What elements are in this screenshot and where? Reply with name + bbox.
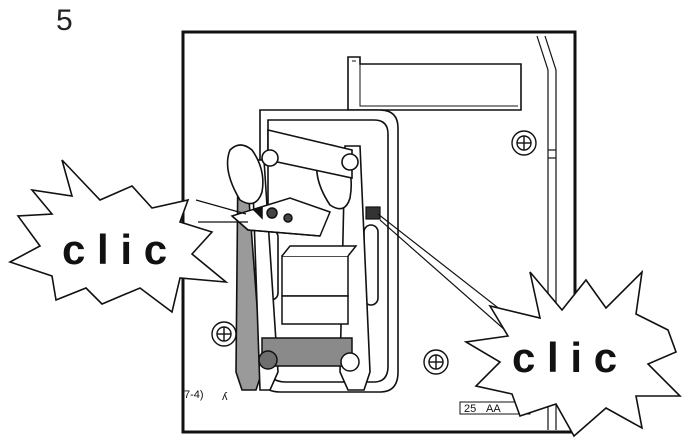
right-callout-leader <box>377 213 523 346</box>
panel-mark-left: 7-4) <box>184 389 204 401</box>
panel-label-aa: AA <box>486 403 501 415</box>
panel-slot <box>347 56 522 111</box>
left-callout-leader <box>195 199 248 223</box>
clic-text-right: c l i c <box>512 334 617 381</box>
screw-bottom-center <box>423 349 449 375</box>
pivot-pin-left <box>261 149 279 167</box>
screw-bottom-left <box>211 321 237 347</box>
panel-label-25: 25 <box>464 403 476 415</box>
starburst-left <box>7 159 229 314</box>
bottom-pin-left <box>258 350 278 370</box>
starburst-right <box>463 269 682 438</box>
center-block <box>281 245 358 325</box>
clic-callout-right: c l i c <box>463 269 682 438</box>
bottom-pin-right <box>340 352 360 372</box>
latch-tab <box>365 206 381 220</box>
step-number: 5 <box>56 4 73 37</box>
panel-mark-symbol: ʎ <box>222 391 228 403</box>
clic-text-left: c l i c <box>62 226 167 273</box>
top-crossbar <box>261 128 359 179</box>
chip-plate <box>230 197 331 237</box>
clic-callout-left: c l i c <box>7 159 229 314</box>
screw-top-right <box>511 130 537 156</box>
pivot-pin-right <box>341 153 359 171</box>
bottom-crossbar <box>258 337 360 372</box>
